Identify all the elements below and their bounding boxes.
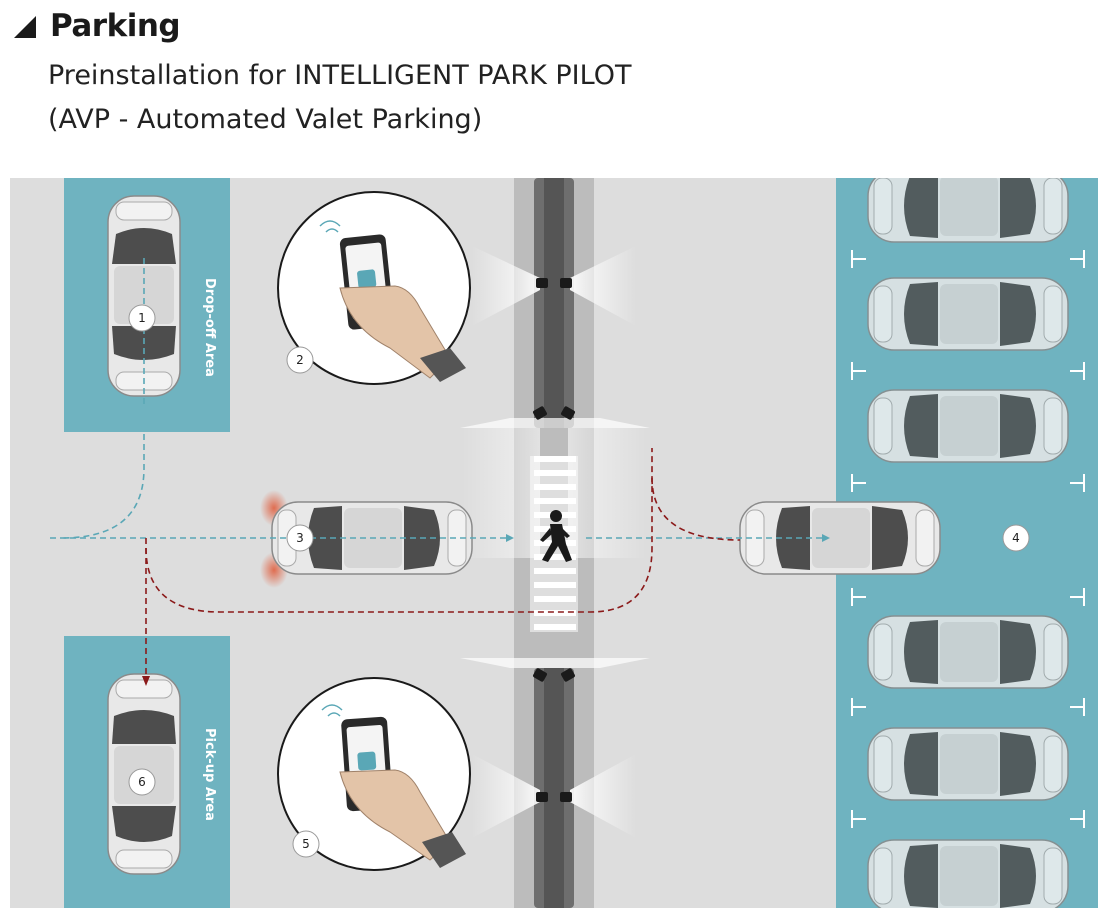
page-title: Parking [50,8,181,44]
header: Parking Preinstallation for INTELLIGENT … [0,0,1102,170]
step-badge-2: 2 [286,346,314,374]
parking-scene: Drop-off Area Pick-up Area [10,169,1098,913]
car-icon [107,195,181,397]
pickup-label: Pick-up Area [202,728,217,821]
section-triangle-icon [14,16,36,38]
svg-text:1: 1 [138,311,146,325]
subtitle-line-2: (AVP - Automated Valet Parking) [48,104,483,135]
svg-text:3: 3 [296,531,304,545]
svg-text:4: 4 [1012,531,1020,545]
step-badge-5: 5 [292,830,320,858]
parking-diagram: Drop-off Area Pick-up Area [10,169,1098,913]
sensor-beam [570,246,636,326]
subtitle-line-1: Preinstallation for INTELLIGENT PARK PIL… [48,60,632,91]
pedestrian-icon [540,510,572,562]
sensor-beam [570,754,636,838]
svg-text:6: 6 [138,775,146,789]
svg-text:2: 2 [296,353,304,367]
svg-text:5: 5 [302,837,310,851]
return-path [145,448,741,678]
camera-sensor-icon [533,278,575,802]
smartphone-callout-5 [277,677,471,871]
smartphone-callout-2 [277,191,471,385]
step-badge-4: 4 [1002,524,1030,552]
sensor-beam [472,754,540,838]
dropoff-label: Drop-off Area [202,278,217,377]
parking-bay-markers [851,250,1085,828]
step-badge-6: 6 [128,768,156,796]
step-badge-3: 3 [286,524,314,552]
sensor-beam [472,246,540,326]
vehicle-path [50,258,822,539]
step-badge-1: 1 [128,304,156,332]
